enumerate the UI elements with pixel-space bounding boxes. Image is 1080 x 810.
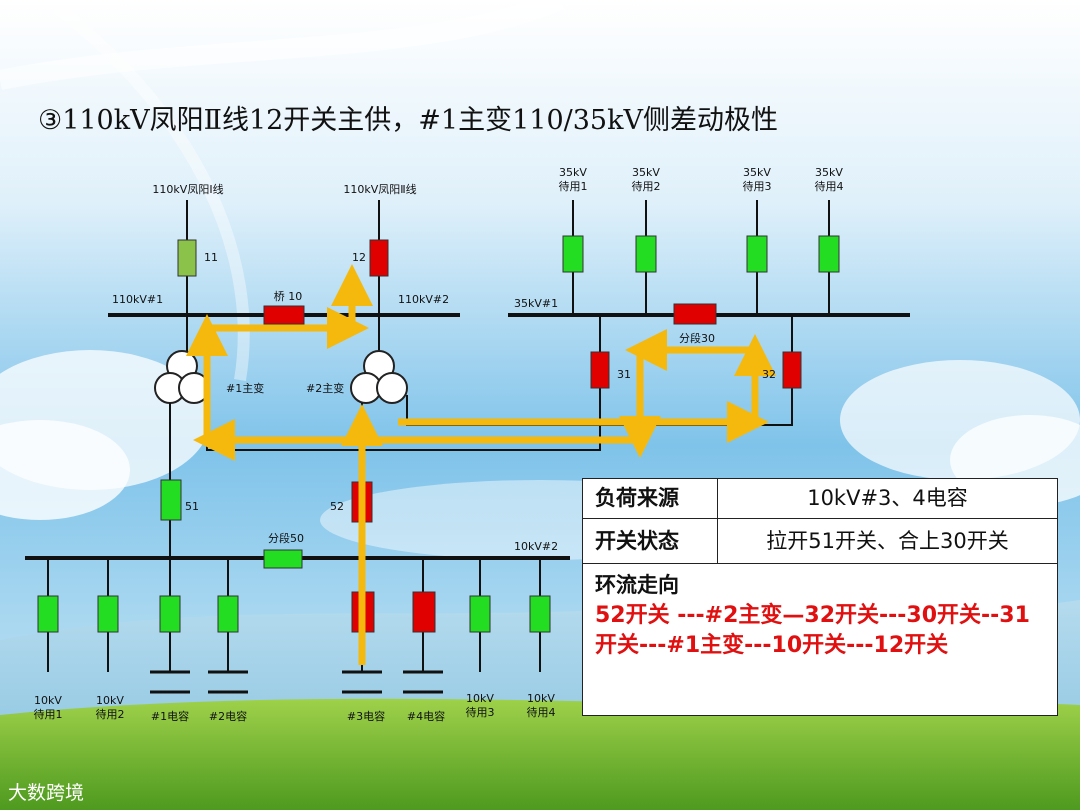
feeder10-4-l2: #2电容: [208, 710, 248, 723]
circulation-flow-arrows: [186, 264, 776, 665]
segment-50-label: 分段50: [268, 532, 304, 545]
feeder10-6-l2: #4电容: [406, 710, 446, 723]
feeder35-2-l1: 35kV: [632, 166, 660, 179]
feeder10-8-l2: 待用4: [526, 706, 556, 719]
switch-capacitor-4[interactable]: [412, 591, 436, 633]
switch-capacitor-2[interactable]: [217, 595, 239, 633]
bus-10kv-label: 10kV#2: [514, 540, 559, 553]
feeder35-3-l1: 35kV: [743, 166, 771, 179]
switch-31-label: 31: [617, 368, 631, 381]
load-source-value: 10kV#3、4电容: [807, 486, 968, 510]
bridge-switch-label: 桥 10: [273, 290, 303, 303]
line-2-label: 110kV凤阳Ⅱ线: [343, 183, 417, 196]
feeder10-1-l1: 10kV: [34, 694, 62, 707]
switch-10kv-standby-2[interactable]: [97, 595, 119, 633]
capacitor-symbols: [150, 670, 443, 694]
feeder35-2-l2: 待用2: [631, 180, 661, 193]
bus-110kv-2-label: 110kV#2: [398, 293, 450, 306]
feeders-35kv: [562, 200, 840, 315]
switch-52-label: 52: [330, 500, 344, 513]
flow-value: 52开关 ---#2主变—32开关---30开关--31开关---#1主变---…: [595, 603, 1030, 658]
switch-35kv-standby-3[interactable]: [746, 235, 768, 273]
bus-110kv-1-label: 110kV#1: [112, 293, 164, 306]
feeder10-8-l1: 10kV: [527, 692, 555, 705]
feeder10-7-l1: 10kV: [466, 692, 494, 705]
switch-11-label: 11: [204, 251, 218, 264]
feeder10-3-l2: #1电容: [150, 710, 190, 723]
bus-35kv-label: 35kV#1: [514, 297, 559, 310]
feeders-10kv: [37, 558, 551, 694]
feeder35-1-l1: 35kV: [559, 166, 587, 179]
transformer-1-label: #1主变: [226, 382, 265, 395]
switch-10kv-standby-4[interactable]: [529, 595, 551, 633]
switch-capacitor-1[interactable]: [159, 595, 181, 633]
switch-31[interactable]: [590, 351, 610, 389]
switch-51[interactable]: [160, 479, 182, 521]
switch-35kv-standby-1[interactable]: [562, 235, 584, 273]
switch-10kv-standby-3[interactable]: [469, 595, 491, 633]
feeder35-3-l2: 待用3: [742, 180, 772, 193]
segment-30-label: 分段30: [679, 332, 715, 345]
watermark-logo: 大数跨境: [8, 782, 85, 804]
feeder10-5-l2: #3电容: [346, 710, 386, 723]
switch-state-label: 开关状态: [583, 519, 718, 563]
switch-35kv-standby-4[interactable]: [818, 235, 840, 273]
row-load-source: 负荷来源 10kV#3、4电容: [583, 479, 1057, 519]
feeder35-4-l2: 待用4: [814, 180, 844, 193]
switch-state-value: 拉开51开关、合上30开关: [766, 529, 1009, 553]
load-source-label: 负荷来源: [583, 479, 718, 518]
line-1-label: 110kV凤阳Ⅰ线: [152, 183, 224, 196]
row-switch-state: 开关状态 拉开51开关、合上30开关: [583, 519, 1057, 564]
feeder10-2-l1: 10kV: [96, 694, 124, 707]
switch-35kv-standby-2[interactable]: [635, 235, 657, 273]
feeder35-1-l2: 待用1: [558, 180, 588, 193]
bridge-switch-10[interactable]: [263, 305, 305, 325]
switch-12-label: 12: [352, 251, 366, 264]
page-title: ③110kV凤阳Ⅱ线12开关主供，#1主变110/35kV侧差动极性: [38, 105, 778, 136]
switch-11[interactable]: [177, 239, 197, 277]
transformer-2[interactable]: [350, 350, 408, 404]
switch-12[interactable]: [369, 239, 389, 277]
switch-51-label: 51: [185, 500, 199, 513]
info-table: 负荷来源 10kV#3、4电容 开关状态 拉开51开关、合上30开关 环流走向 …: [582, 478, 1058, 716]
transformer-1[interactable]: [154, 350, 210, 404]
transformer-2-label: #2主变: [306, 382, 345, 395]
feeder35-4-l1: 35kV: [815, 166, 843, 179]
switch-10kv-standby-1[interactable]: [37, 595, 59, 633]
feeder10-1-l2: 待用1: [33, 708, 63, 721]
feeder10-7-l2: 待用3: [465, 706, 495, 719]
segment-switch-30[interactable]: [673, 303, 717, 325]
flow-label: 环流走向: [595, 573, 679, 597]
switch-32-label: 32: [762, 368, 776, 381]
segment-switch-50[interactable]: [263, 549, 303, 569]
feeder10-2-l2: 待用2: [95, 708, 125, 721]
switch-32[interactable]: [782, 351, 802, 389]
